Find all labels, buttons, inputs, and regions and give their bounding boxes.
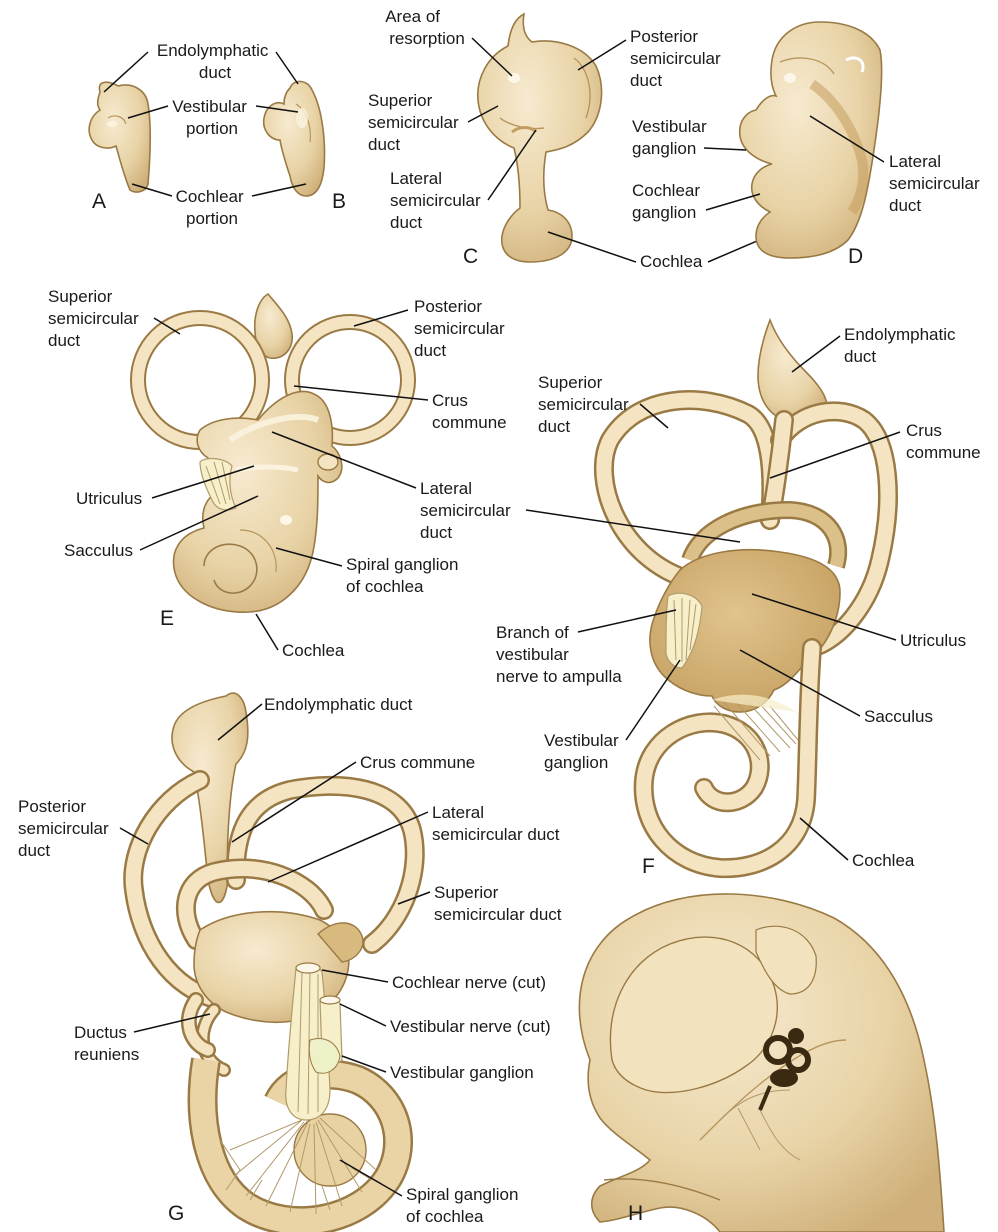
label-cochlear-portion: Cochlear portion	[176, 187, 249, 228]
panel-c: C Area of resorption Posterior semicircu…	[368, 7, 764, 271]
label-superior-semicircular-duct-c: Superior semicircular duct	[368, 91, 463, 154]
panel-letter-d: D	[848, 245, 863, 268]
panel-g: G Endolymphatic duct Crus commune Poster…	[18, 693, 562, 1226]
label-superior-semicircular-duct-g: Superior semicircular duct	[434, 883, 562, 924]
label-endolymphatic-duct-g: Endolymphatic duct	[264, 695, 413, 714]
label-branch-of-vestibular-nerve: Branch of vestibular nerve to ampulla	[496, 623, 622, 686]
label-posterior-semicircular-duct-c: Posterior semicircular duct	[630, 27, 725, 90]
label-lateral-semicircular-duct-c: Lateral semicircular duct	[390, 169, 485, 232]
label-cochlea-cd: Cochlea	[640, 252, 703, 271]
label-lateral-semicircular-duct-d: Lateral semicircular duct	[889, 152, 984, 215]
label-vestibular-nerve-cut: Vestibular nerve (cut)	[390, 1017, 551, 1036]
label-superior-semicircular-duct-e: Superior semicircular duct	[48, 287, 143, 350]
panel-e: E Superior semicircular duct Posterior s…	[48, 287, 515, 660]
label-utriculus-e: Utriculus	[76, 489, 142, 508]
otic-vesicle-a	[89, 82, 150, 192]
panel-letter-e: E	[160, 607, 174, 630]
otic-vesicle-b	[264, 81, 325, 196]
label-sacculus-e: Sacculus	[64, 541, 133, 560]
label-spiral-ganglion-g: Spiral ganglion of cochlea	[406, 1185, 523, 1226]
label-posterior-semicircular-duct-g: Posterior semicircular duct	[18, 797, 113, 860]
label-cochlea-f: Cochlea	[852, 851, 915, 870]
label-sacculus-f: Sacculus	[864, 707, 933, 726]
panel-letter-h: H	[628, 1202, 643, 1225]
label-area-of-resorption: Area of resorption	[385, 7, 465, 48]
label-cochlear-ganglion-d: Cochlear ganglion	[632, 181, 705, 222]
label-spiral-ganglion-e: Spiral ganglion of cochlea	[346, 555, 463, 596]
label-crus-commune-g: Crus commune	[360, 753, 475, 772]
label-lateral-semicircular-duct-g: Lateral semicircular duct	[432, 803, 560, 844]
panel-b: B	[264, 81, 346, 213]
panel-letter-c: C	[463, 245, 478, 268]
label-posterior-semicircular-duct-e: Posterior semicircular duct	[414, 297, 509, 360]
label-vestibular-portion: Vestibular portion	[172, 97, 251, 138]
panel-a: A	[89, 82, 150, 213]
label-crus-commune-f: Crus commune	[906, 421, 981, 462]
panel-letter-b: B	[332, 190, 346, 213]
label-cochlear-nerve-cut: Cochlear nerve (cut)	[392, 973, 546, 992]
label-vestibular-ganglion-f: Vestibular ganglion	[544, 731, 623, 772]
label-vestibular-ganglion-g: Vestibular ganglion	[390, 1063, 534, 1082]
label-endolymphatic-duct-f: Endolymphatic duct	[844, 325, 960, 366]
panel-f: F Endolymphatic duct Superior semicircul…	[496, 320, 981, 878]
label-utriculus-f: Utriculus	[900, 631, 966, 650]
otocyst-c	[478, 14, 602, 262]
label-cochlea-e: Cochlea	[282, 641, 345, 660]
panel-letter-g: G	[168, 1202, 184, 1225]
panel-h: H	[579, 894, 944, 1232]
panel-letter-f: F	[642, 855, 655, 878]
label-lateral-semicircular-duct-e: Lateral semicircular duct	[420, 479, 515, 542]
label-ductus-reuniens: Ductus reuniens	[74, 1023, 139, 1064]
panel-letter-a: A	[92, 190, 106, 213]
label-crus-commune-e: Crus commune	[432, 391, 507, 432]
label-endolymphatic-duct-ab: Endolymphatic duct	[157, 41, 273, 82]
label-vestibular-ganglion-d: Vestibular ganglion	[632, 117, 711, 158]
